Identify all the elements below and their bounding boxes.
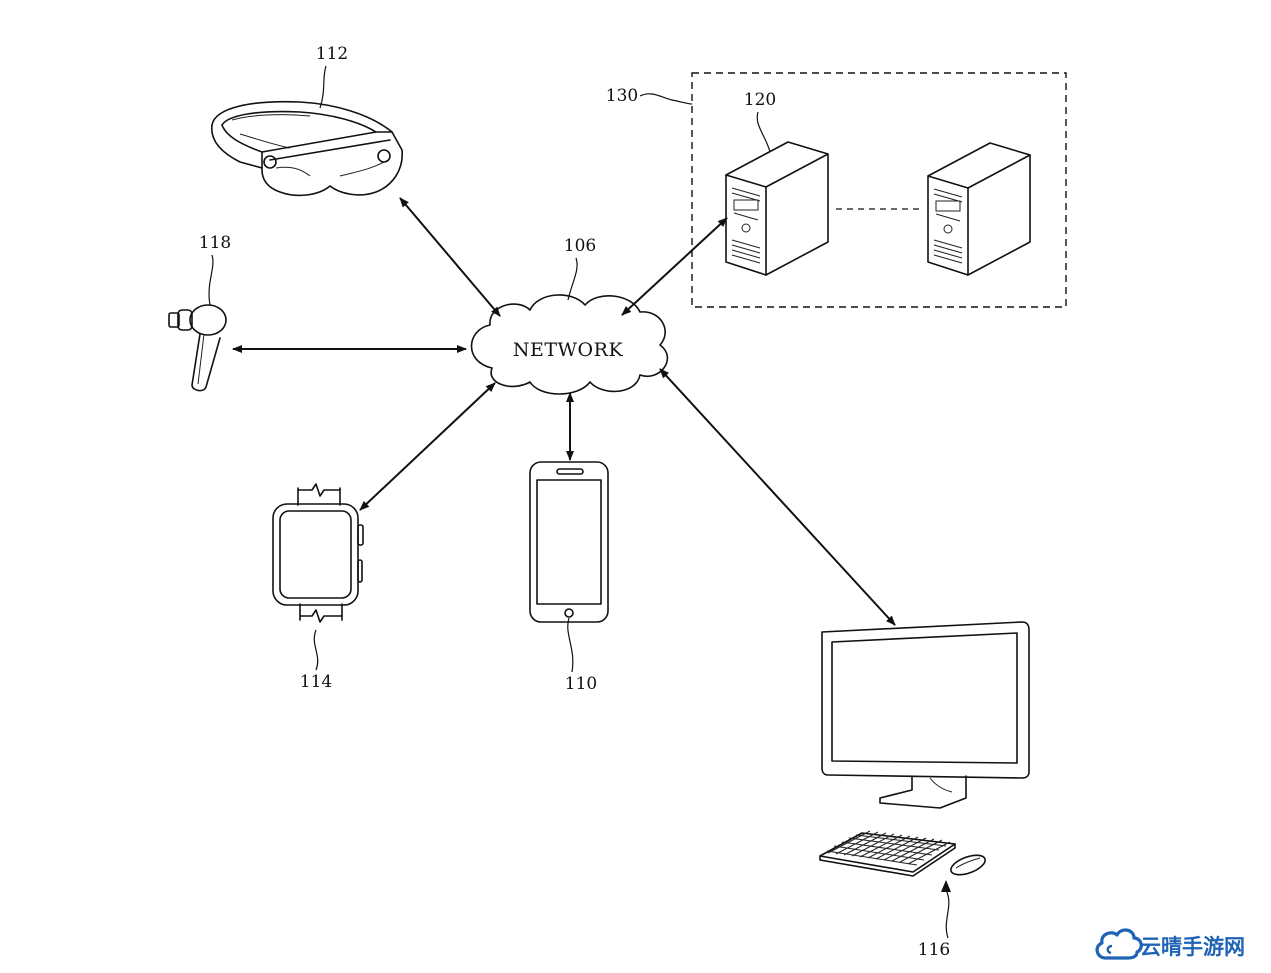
network-ref-label: 106 — [564, 236, 596, 256]
headset-ref-label: 112 — [316, 44, 348, 64]
server-ref-label: 120 — [744, 90, 776, 110]
server-icon-primary — [725, 141, 829, 276]
computer-ref-label: 116 — [918, 940, 950, 960]
earbud-ref-label: 118 — [199, 233, 231, 253]
arrow-headset — [399, 197, 501, 317]
computer-leader-arrowhead — [941, 880, 951, 892]
phone-ref-label: 110 — [565, 674, 597, 694]
watch-ref-label: 114 — [300, 672, 332, 692]
network-cloud: NETWORK — [470, 294, 669, 395]
phone-leader-line — [567, 617, 574, 673]
arrow-computer — [659, 368, 896, 626]
earbud-icon — [168, 304, 227, 392]
cloud-logo-icon — [1095, 928, 1143, 960]
smartphone-icon — [529, 461, 609, 623]
watch-leader-line — [313, 629, 319, 671]
watermark: 云晴手游网 — [1095, 928, 1245, 960]
headset-leader-line — [319, 65, 327, 109]
arrow-server — [621, 217, 728, 316]
connection-arrows — [232, 197, 896, 626]
network-leader-line — [567, 257, 578, 301]
server-group-leader-line — [639, 93, 693, 105]
computer-leader-line — [945, 889, 950, 939]
server-group-box — [691, 72, 1067, 308]
earbud-leader-line — [208, 254, 214, 306]
server-icon-secondary — [927, 142, 1031, 276]
server-leader-line — [756, 111, 771, 153]
headset-icon — [211, 100, 403, 197]
network-label: NETWORK — [513, 339, 624, 361]
arrow-watch — [359, 382, 496, 511]
server-group-ref-label: 130 — [606, 86, 638, 106]
watermark-text: 云晴手游网 — [1140, 935, 1245, 959]
smartwatch-icon — [272, 483, 364, 623]
desktop-computer-icon — [819, 621, 1030, 877]
